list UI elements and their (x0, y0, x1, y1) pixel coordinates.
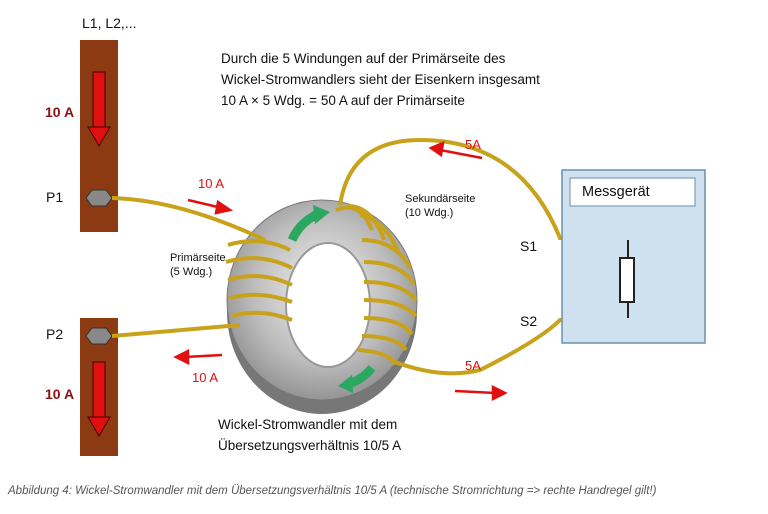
current-arrow-bottom (87, 361, 111, 437)
primary-winding (111, 196, 293, 338)
out-current-label: 10 A (192, 370, 219, 385)
note-line-2: Wickel-Stromwandlers sieht der Eisenkern… (221, 72, 540, 87)
note-line-1: Durch die 5 Windungen auf der Primärseit… (221, 51, 506, 66)
bolt-p1 (85, 189, 113, 207)
arrow-out-current-icon (173, 348, 223, 366)
lines-label: L1, L2,... (82, 15, 137, 31)
meter-label: Messgerät (582, 184, 650, 200)
transformer-caption-line-1: Wickel-Stromwandler mit dem (218, 417, 398, 432)
sec-top-current-label: 5A (465, 137, 481, 152)
bolt-p2 (85, 327, 113, 345)
secondary-side-label: Sekundärseite (10 Wdg.) (405, 192, 475, 220)
resistor-icon (619, 257, 635, 303)
explanation-note: Durch die 5 Windungen auf der Primärseit… (221, 48, 540, 111)
primary-side-label: Primärseite (5 Wdg.) (170, 251, 226, 279)
secondary-turns-text: (10 Wdg.) (405, 207, 454, 219)
arrow-sec-top-icon (428, 140, 483, 160)
meter-label-box (569, 177, 696, 207)
current-bottom-label: 10 A (45, 386, 75, 402)
s1-label: S1 (520, 238, 538, 254)
in-current-label: 10 A (198, 176, 225, 191)
arrow-in-current-icon (187, 198, 234, 215)
current-top-label: 10 A (45, 104, 75, 120)
arrow-sec-bottom-icon (454, 384, 508, 402)
primary-side-text: Primärseite (170, 252, 226, 264)
transformer-caption-line-2: Übersetzungsverhältnis 10/5 A (218, 438, 402, 453)
p2-label: P2 (46, 326, 64, 342)
note-line-3: 10 A × 5 Wdg. = 50 A auf der Primärseite (221, 93, 465, 108)
figure-caption: Abbildung 4: Wickel-Stromwandler mit dem… (8, 485, 657, 497)
primary-turns-text: (5 Wdg.) (170, 266, 213, 278)
s2-label: S2 (520, 313, 538, 329)
transformer-caption: Wickel-Stromwandler mit dem Übersetzungs… (218, 414, 401, 456)
current-arrow-top (87, 71, 111, 147)
p1-label: P1 (46, 189, 64, 205)
sec-bottom-current-label: 5A (465, 358, 481, 373)
secondary-winding (335, 137, 629, 376)
secondary-side-text: Sekundärseite (405, 193, 476, 205)
